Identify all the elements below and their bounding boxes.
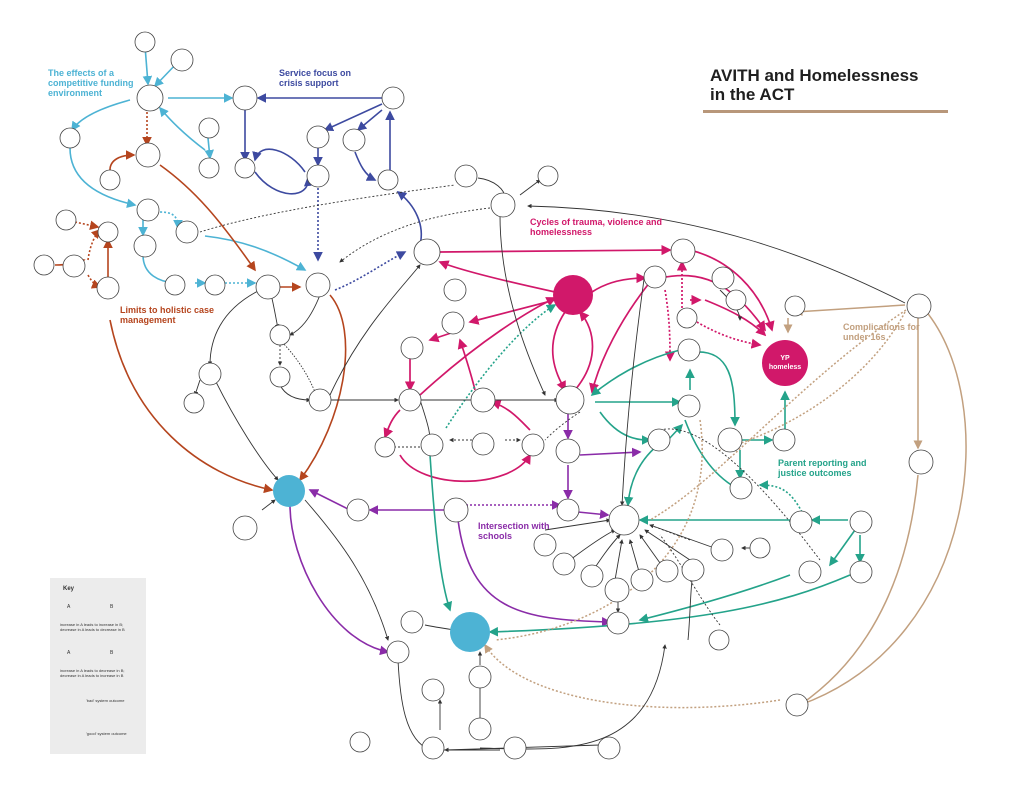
label-justice-outcomes: Parent reporting and justice outcomes [778, 458, 867, 478]
key-bad-label: 'bad' system outcome [86, 698, 125, 703]
label-trauma-cycles: Cycles of trauma, violence and homelessn… [530, 217, 663, 237]
key-same-direction-note: increase in A leads to increase in B; de… [60, 622, 125, 632]
label-case-management: Limits to holistic case management [120, 305, 215, 325]
yp-homeless-node [762, 340, 808, 386]
label-under-16s: Complications for under 16s [843, 322, 920, 342]
good-outcome-node-left [273, 475, 305, 507]
avith-node [553, 275, 593, 315]
key-opposite-direction-note: increase in A leads to decrease in B; de… [60, 668, 125, 678]
key-node-a-2: A [67, 650, 71, 656]
label-crisis-support: Service focus on crisis support [279, 68, 352, 88]
edges-schools [289, 410, 642, 656]
page-title: AVITH and Homelessness in the ACT [710, 66, 918, 104]
yp-homeless-label: YP homeless [768, 355, 802, 371]
nodes [33, 31, 934, 760]
key-good-label: 'good' system outcome [86, 731, 127, 736]
title-line-2: in the ACT [710, 85, 795, 104]
edges-trauma [383, 244, 775, 483]
key-title: Key [63, 586, 75, 592]
key-node-a: A [67, 604, 71, 610]
edges-under-16s [484, 304, 967, 709]
edges-competitive-funding [69, 45, 307, 288]
key-node-b-2: B [110, 650, 114, 656]
title-line-1: AVITH and Homelessness [710, 66, 919, 85]
label-competitive-funding: The effects of a competitive funding env… [48, 68, 134, 98]
title-underline [703, 110, 948, 113]
good-outcome-node-bottom [450, 612, 490, 652]
key-node-b: B [110, 604, 114, 610]
key-panel [50, 578, 146, 754]
edges-neutral [194, 177, 906, 753]
edges-crisis-support [240, 93, 422, 291]
label-schools: Intersection with schools [478, 521, 550, 541]
